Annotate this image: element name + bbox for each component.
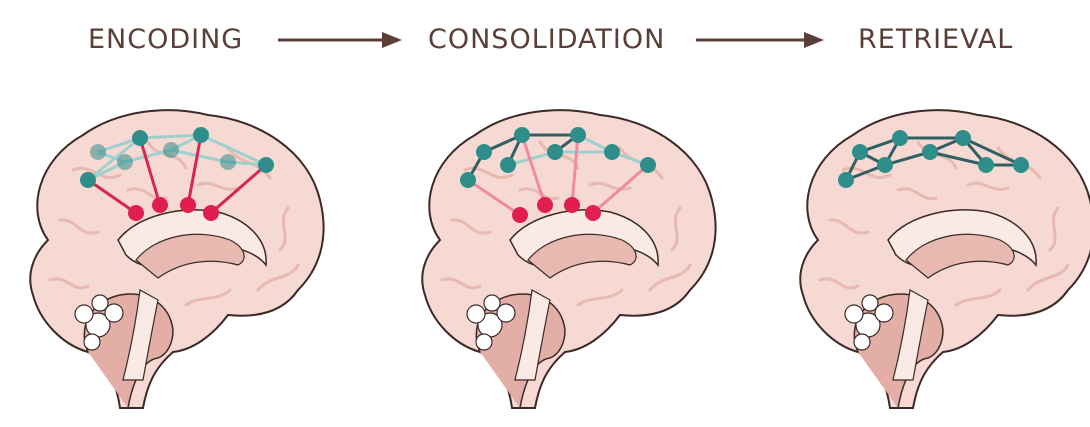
stage-label-encoding: ENCODING <box>88 24 244 55</box>
cortex-nodes <box>80 127 274 188</box>
cortex-nodes <box>838 130 1029 188</box>
hippocampus-nodes <box>512 197 601 223</box>
cortex-nodes <box>460 127 656 188</box>
hippocampus-links <box>467 134 649 217</box>
stage-label-retrieval: RETRIEVAL <box>858 24 1014 55</box>
stage-label-consolidation: CONSOLIDATION <box>428 24 666 55</box>
brain-encoding-illustration <box>29 109 325 409</box>
brain-base <box>799 109 1090 409</box>
hippocampus-links <box>87 134 267 215</box>
arrow-right-icon <box>696 32 824 48</box>
brain-consolidation-illustration <box>421 109 717 409</box>
brain-base <box>421 109 717 409</box>
brain-retrieval-illustration <box>799 109 1090 409</box>
arrow-right-icon <box>278 32 402 48</box>
hippocampus-nodes <box>128 197 219 221</box>
brain-base <box>29 109 325 409</box>
